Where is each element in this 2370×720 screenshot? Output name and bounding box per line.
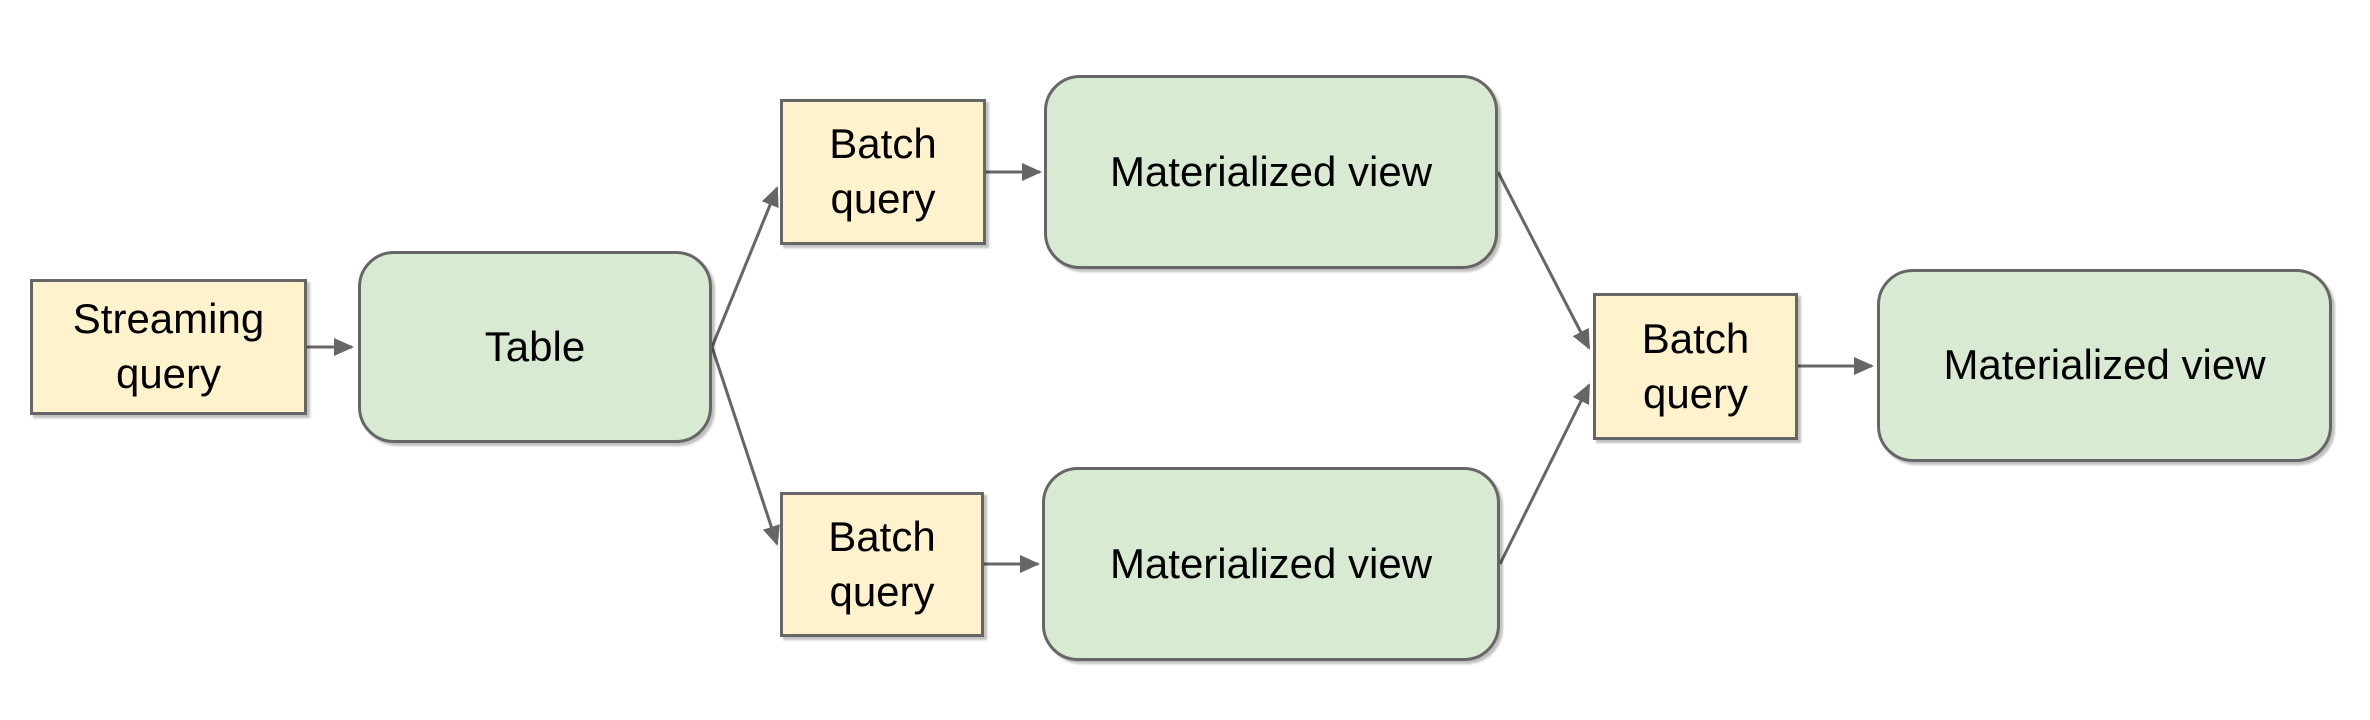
node-streaming-query: Streaming query xyxy=(30,279,307,415)
edge-table-to-batch-query-top xyxy=(710,186,779,348)
node-label: Batch query xyxy=(1641,314,1750,417)
node-label: Batch query xyxy=(828,512,936,615)
node-label: Materialized view xyxy=(1943,341,2266,389)
node-batch-query-bottom: Batch query xyxy=(780,492,984,637)
node-table: Table xyxy=(358,251,712,443)
edge-materialized-view-bottom-to-batch-query-right xyxy=(1498,383,1591,565)
node-label: Materialized view xyxy=(1109,147,1433,195)
node-materialized-view-bottom: Materialized view xyxy=(1042,467,1500,661)
node-materialized-view-right: Materialized view xyxy=(1877,269,2332,462)
node-label: Materialized view xyxy=(1109,539,1433,587)
edge-materialized-view-top-to-batch-query-right xyxy=(1496,171,1591,350)
node-label: Batch query xyxy=(829,120,937,222)
node-batch-query-top: Batch query xyxy=(780,99,986,245)
node-batch-query-right: Batch query xyxy=(1593,293,1798,440)
node-materialized-view-top: Materialized view xyxy=(1044,75,1498,269)
node-label: Streaming query xyxy=(72,295,265,397)
edge-table-to-batch-query-bottom xyxy=(710,346,780,546)
node-label: Table xyxy=(484,322,586,370)
